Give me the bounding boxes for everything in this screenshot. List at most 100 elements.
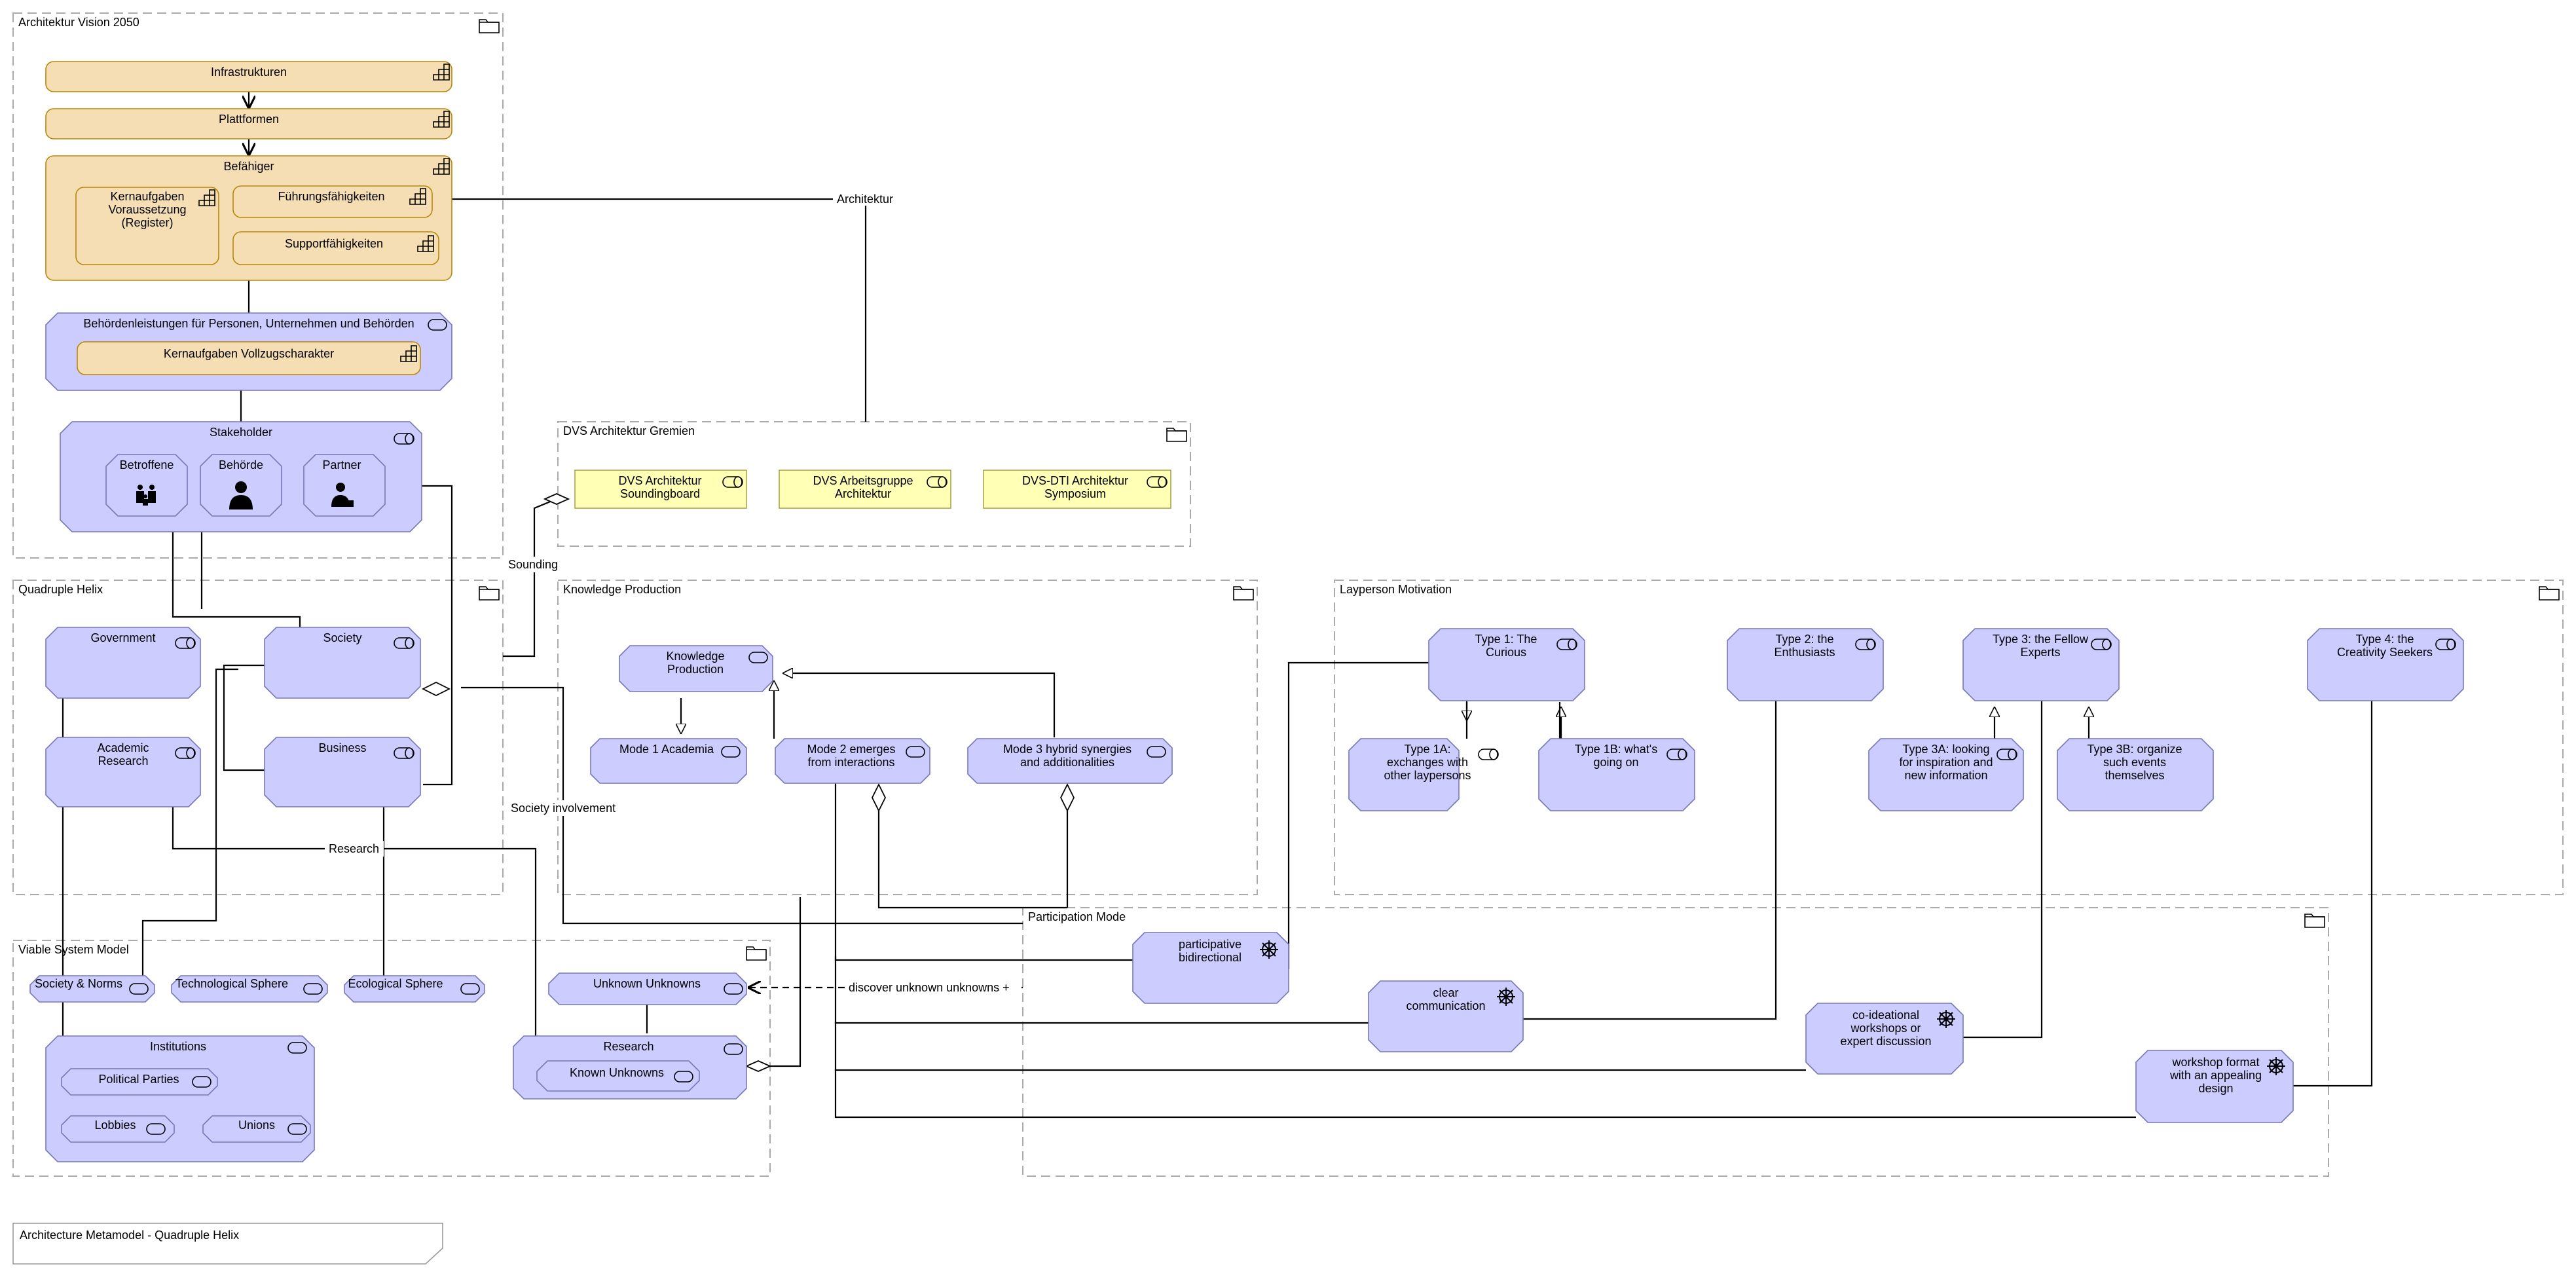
- helix-academic-research[interactable]: Academic Research: [45, 737, 201, 807]
- participation-participative[interactable]: participative bidirectional: [1132, 932, 1289, 1004]
- stakeholder-partner[interactable]: Partner: [303, 454, 386, 517]
- svg-text:Architektur: Architektur: [835, 487, 891, 500]
- svg-text:Partner: Partner: [322, 458, 361, 472]
- svg-text:Curious: Curious: [1486, 646, 1526, 659]
- knowledge-mode1[interactable]: Mode 1 Academia: [590, 738, 747, 784]
- layperson-type3a[interactable]: Type 3A: looking for inspiration and new…: [1868, 738, 2024, 811]
- svg-text:Mode 1 Academia: Mode 1 Academia: [619, 743, 714, 756]
- capability-plattformen[interactable]: Plattformen: [45, 108, 452, 139]
- resource-soundingboard[interactable]: DVS Architektur Soundingboard: [574, 470, 747, 509]
- layperson-type1b[interactable]: Type 1B: what's going on: [1538, 738, 1695, 811]
- layperson-type4[interactable]: Type 4: the Creativity Seekers: [2307, 628, 2464, 701]
- svg-text:Mode 2 emerges: Mode 2 emerges: [807, 743, 895, 756]
- vsm-unknown-unknowns[interactable]: Unknown Unknowns: [548, 972, 747, 1005]
- svg-text:from interactions: from interactions: [807, 756, 894, 769]
- svg-text:other laypersons: other laypersons: [1384, 769, 1471, 782]
- svg-text:DVS Arbeitsgruppe: DVS Arbeitsgruppe: [813, 474, 913, 487]
- svg-text:Supportfähigkeiten: Supportfähigkeiten: [285, 237, 383, 250]
- vsm-known-unknowns[interactable]: Known Unknowns: [536, 1060, 700, 1092]
- relation-label-sounding: Sounding: [508, 558, 558, 571]
- resource-arbeitsgruppe[interactable]: DVS Arbeitsgruppe Architektur: [779, 470, 951, 509]
- group-title: Participation Mode: [1028, 910, 1126, 923]
- knowledge-mode2[interactable]: Mode 2 emerges from interactions: [775, 738, 930, 784]
- layperson-type3[interactable]: Type 3: the Fellow Experts: [1962, 628, 2120, 701]
- group-title: Architektur Vision 2050: [18, 16, 139, 29]
- svg-text:Enthusiasts: Enthusiasts: [1774, 646, 1835, 659]
- participation-workshop[interactable]: workshop format with an appealing design: [2135, 1050, 2294, 1123]
- svg-text:Symposium: Symposium: [1044, 487, 1106, 500]
- family-icon: [136, 485, 156, 506]
- layperson-type1[interactable]: Type 1: The Curious: [1428, 628, 1585, 701]
- group-layperson-motivation[interactable]: Layperson Motivation: [1334, 580, 2564, 895]
- svg-text:going on: going on: [1593, 756, 1638, 769]
- group-title: DVS Architektur Gremien: [563, 424, 695, 437]
- capability-kernaufgaben-vollzug[interactable]: Kernaufgaben Vollzugscharakter: [77, 341, 421, 375]
- layperson-type3b[interactable]: Type 3B: organize such events themselves: [2057, 738, 2214, 811]
- participation-coideational[interactable]: co-ideational workshops or expert discus…: [1805, 1003, 1964, 1075]
- stakeholder-betroffene[interactable]: Betroffene: [105, 454, 188, 517]
- svg-text:Lobbies: Lobbies: [94, 1119, 136, 1132]
- vsm-society-norms[interactable]: Society & Norms: [29, 975, 155, 1003]
- svg-text:Business: Business: [318, 741, 366, 754]
- svg-text:workshop format: workshop format: [2171, 1056, 2259, 1069]
- knowledge-production-node[interactable]: Knowledge Production: [619, 645, 773, 692]
- capability-supportfaehigkeiten[interactable]: Supportfähigkeiten: [232, 231, 439, 265]
- vsm-technological-sphere[interactable]: Technological Sphere: [171, 975, 328, 1003]
- knowledge-mode3[interactable]: Mode 3 hybrid synergies and additionalit…: [967, 738, 1173, 784]
- svg-text:with an appealing: with an appealing: [2169, 1069, 2262, 1082]
- svg-text:Stakeholder: Stakeholder: [210, 426, 272, 439]
- svg-text:Type 3B: organize: Type 3B: organize: [2087, 743, 2182, 756]
- capability-infrastrukturen[interactable]: Infrastrukturen: [45, 61, 452, 92]
- svg-text:Society: Society: [323, 631, 361, 644]
- svg-text:for inspiration and: for inspiration and: [1899, 756, 1993, 769]
- resource-symposium[interactable]: DVS-DTI Architektur Symposium: [983, 470, 1171, 509]
- helix-business[interactable]: Business: [264, 737, 421, 807]
- wheel-icon: [1259, 940, 1279, 959]
- svg-text:Type 3A: looking: Type 3A: looking: [1902, 743, 1989, 756]
- participation-clear-communication[interactable]: clear communication: [1368, 980, 1524, 1052]
- svg-text:Government: Government: [90, 631, 155, 644]
- svg-text:Plattformen: Plattformen: [219, 113, 279, 126]
- svg-text:such events: such events: [2103, 756, 2166, 769]
- helix-society[interactable]: Society: [264, 627, 421, 699]
- svg-text:design: design: [2198, 1082, 2233, 1095]
- svg-text:Research: Research: [98, 754, 148, 768]
- group-title: Knowledge Production: [563, 583, 681, 596]
- svg-text:exchanges with: exchanges with: [1387, 756, 1468, 769]
- partner-icon: [331, 483, 354, 507]
- wheel-icon: [2266, 1056, 2286, 1076]
- svg-text:Type 1: The: Type 1: The: [1475, 633, 1537, 646]
- svg-text:Experts: Experts: [2020, 646, 2060, 659]
- vsm-political-parties[interactable]: Political Parties: [61, 1068, 218, 1096]
- relation-label-architektur: Architektur: [837, 193, 893, 206]
- capability-kernaufgaben-voraussetzung[interactable]: Kernaufgaben Voraussetzung (Register): [75, 187, 219, 265]
- svg-text:Institutions: Institutions: [150, 1040, 206, 1053]
- capability-fuehrungsfaehigkeiten[interactable]: Führungsfähigkeiten: [232, 185, 433, 218]
- stakeholder-behoerde[interactable]: Behörde: [200, 454, 282, 517]
- wheel-icon: [1936, 1009, 1956, 1029]
- layperson-type2[interactable]: Type 2: the Enthusiasts: [1727, 628, 1884, 701]
- svg-text:Kernaufgaben Vollzugscharakter: Kernaufgaben Vollzugscharakter: [164, 347, 334, 360]
- svg-text:expert discussion: expert discussion: [1840, 1035, 1931, 1048]
- svg-text:bidirectional: bidirectional: [1179, 951, 1242, 964]
- vsm-institutions[interactable]: Institutions: [45, 1035, 315, 1162]
- svg-text:Society & Norms: Society & Norms: [35, 977, 122, 990]
- vsm-unions[interactable]: Unions: [202, 1115, 311, 1143]
- layperson-type1a[interactable]: Type 1A: exchanges with other laypersons: [1348, 738, 1499, 811]
- svg-text:Betroffene: Betroffene: [120, 458, 174, 472]
- svg-text:Behörde: Behörde: [219, 458, 263, 472]
- svg-text:Type 4: the: Type 4: the: [2355, 633, 2414, 646]
- helix-government[interactable]: Government: [45, 627, 201, 699]
- group-title: Viable System Model: [18, 943, 129, 956]
- vsm-lobbies[interactable]: Lobbies: [61, 1115, 175, 1143]
- svg-text:themselves: themselves: [2105, 769, 2164, 782]
- group-knowledge-production[interactable]: Knowledge Production: [557, 580, 1258, 895]
- svg-text:Unions: Unions: [238, 1119, 275, 1132]
- svg-text:DVS Architektur: DVS Architektur: [618, 474, 701, 487]
- group-title: Quadruple Helix: [18, 583, 103, 596]
- vsm-ecological-sphere[interactable]: Ecological Sphere: [344, 975, 485, 1003]
- svg-text:Voraussetzung: Voraussetzung: [108, 203, 186, 216]
- svg-text:Behördenleistungen für Persone: Behördenleistungen für Personen, Unterne…: [83, 317, 414, 330]
- svg-text:DVS-DTI Architektur: DVS-DTI Architektur: [1022, 474, 1128, 487]
